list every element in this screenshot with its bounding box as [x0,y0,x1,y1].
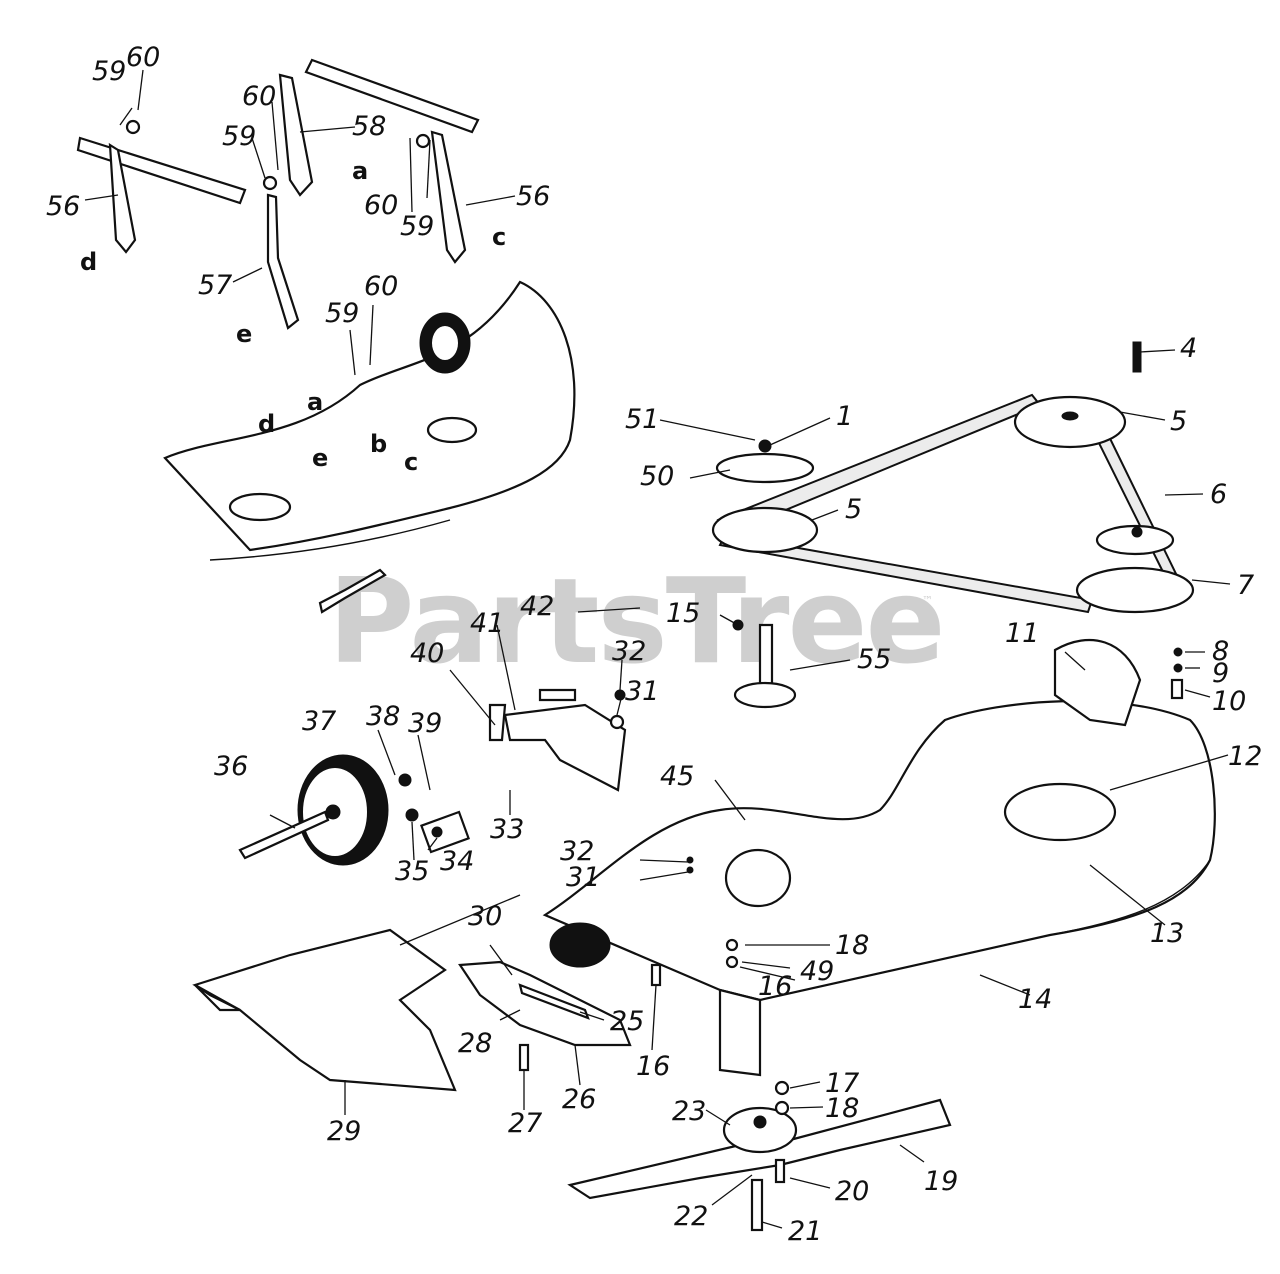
callout-25: 25 [610,1006,644,1037]
callout-17: 17 [825,1068,859,1099]
callout-5-lower: 5 [845,494,862,525]
callout-40: 40 [410,638,444,669]
callout-20: 20 [835,1176,869,1207]
callout-42: 42 [520,591,554,622]
callout-50: 50 [640,461,674,492]
watermark-trademark: ™ [922,594,933,607]
callout-19: 19 [924,1166,958,1197]
wheel-bracket [488,688,627,792]
callout-27: 27 [508,1108,542,1139]
callout-60-top-left: 60 [126,42,160,73]
callout-59-right: 59 [400,211,434,242]
callout-4: 4 [1180,333,1197,364]
letter-e-deck: e [312,444,328,472]
callout-58: 58 [352,111,386,142]
callout-34: 34 [440,846,474,877]
callout-16-lower: 16 [636,1051,670,1082]
callout-49: 49 [800,956,834,987]
callout-23: 23 [672,1096,706,1127]
callout-9: 9 [1212,658,1229,689]
hardware [518,341,1184,1116]
callout-41: 41 [470,608,504,639]
callout-33: 33 [490,814,524,845]
callout-55: 55 [857,644,891,675]
letter-c-deck: c [404,448,418,476]
callout-45: 45 [660,761,694,792]
lift-linkage [76,58,480,330]
letter-a-deck: a [307,388,323,416]
deck-housing [542,638,1216,1077]
callout-56-right: 56 [516,181,550,212]
callout-36: 36 [214,751,248,782]
leader-lines [84,69,1231,1229]
callout-32-bracket: 32 [612,636,646,667]
callout-7: 7 [1237,570,1254,601]
callout-18-lower: 18 [825,1093,859,1124]
callout-11: 11 [1005,618,1039,649]
callout-6: 6 [1210,479,1227,510]
callout-60-mid: 60 [242,81,276,112]
deck-top-view [163,280,576,614]
callout-31-deck: 31 [566,862,600,893]
callout-30: 30 [468,901,502,932]
callout-29: 29 [327,1116,361,1147]
callout-28: 28 [458,1028,492,1059]
letter-d-linkage: d [80,248,97,276]
callout-59-deck: 59 [325,298,359,329]
callout-22: 22 [674,1201,708,1232]
callout-37: 37 [302,706,336,737]
letter-labels: a a b c c d d e e [80,157,506,476]
watermark-text: PartsTree [328,552,944,690]
callout-57: 57 [198,270,232,301]
callout-59-top-left: 59 [92,56,126,87]
callout-60-right: 60 [364,190,398,221]
callout-60-deck: 60 [364,271,398,302]
letter-a-linkage: a [352,157,368,185]
letter-c-linkage: c [492,223,506,251]
callout-5-upper: 5 [1170,406,1187,437]
belt-drive-assembly [711,393,1195,709]
callout-51: 51 [625,404,659,435]
callout-35: 35 [395,856,429,887]
letter-d-deck: d [258,410,275,438]
callout-39: 39 [408,708,442,739]
letter-b-deck: b [370,430,387,458]
callout-16-deck: 16 [758,971,792,1002]
callout-1: 1 [836,401,853,432]
callout-31-bracket: 31 [625,676,659,707]
callout-26: 26 [562,1084,596,1115]
callout-14: 14 [1018,984,1052,1015]
pivot-bracket [458,960,632,1047]
letter-e-linkage: e [236,320,252,348]
callout-labels: 1 4 5 5 6 7 8 9 10 11 12 13 14 15 16 16 … [46,42,1262,1247]
callout-18-deck: 18 [835,930,869,961]
callout-8: 8 [1212,636,1229,667]
callout-15: 15 [666,598,700,629]
callout-13: 13 [1150,918,1184,949]
discharge-deflector [192,928,457,1092]
callout-10: 10 [1212,686,1246,717]
callout-38: 38 [366,701,400,732]
blade-assembly [567,1098,952,1232]
callout-12: 12 [1228,741,1262,772]
callout-21: 21 [788,1216,822,1247]
callout-56-left: 56 [46,191,80,222]
gauge-wheel [238,754,470,866]
callout-32-deck: 32 [560,836,594,867]
callout-59-mid: 59 [222,121,256,152]
